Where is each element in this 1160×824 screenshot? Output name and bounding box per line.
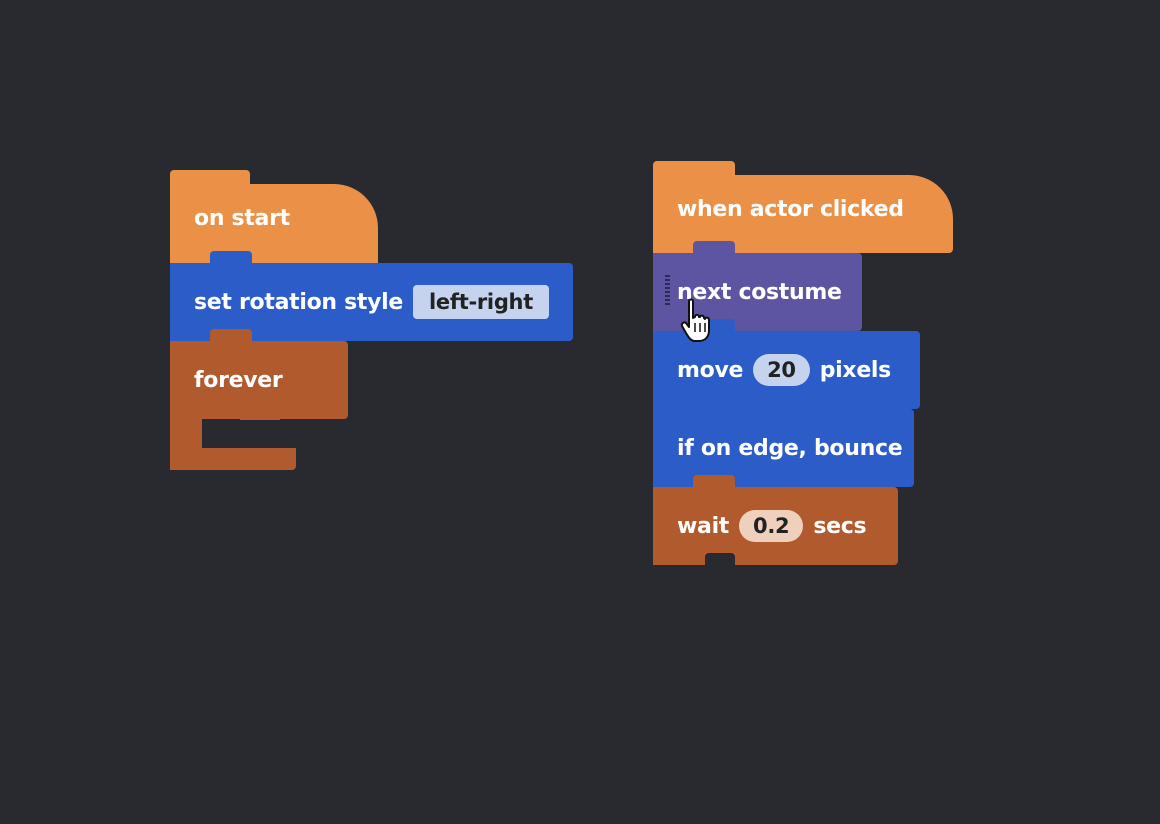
connector-tab xyxy=(693,475,735,489)
wait-secs-block[interactable]: wait 0.2 secs xyxy=(653,487,898,565)
move-amount-input[interactable]: 20 xyxy=(753,354,810,386)
next-costume-label: next costume xyxy=(677,279,842,305)
hand-pointer-icon xyxy=(680,298,714,344)
bounce-label: if on edge, bounce xyxy=(677,435,903,461)
bottom-notch xyxy=(705,553,735,565)
forever-bottom-arm xyxy=(170,448,296,470)
move-unit-label: pixels xyxy=(819,357,892,383)
move-pixels-block[interactable]: move 20 pixels xyxy=(653,331,920,409)
forever-left-arm xyxy=(170,418,202,450)
hat-top-tab xyxy=(170,170,250,186)
move-label: move xyxy=(677,357,744,383)
wait-amount-input[interactable]: 0.2 xyxy=(739,510,804,542)
wait-label: wait xyxy=(677,513,730,539)
set-rotation-style-label: set rotation style xyxy=(194,289,404,315)
on-start-block[interactable]: on start xyxy=(170,184,378,264)
set-rotation-style-block[interactable]: set rotation style left-right xyxy=(170,263,573,341)
forever-label: forever xyxy=(194,367,283,393)
wait-unit-label: secs xyxy=(813,513,867,539)
connector-tab xyxy=(210,329,252,343)
forever-inner-notch xyxy=(240,406,280,420)
connector-tab xyxy=(210,251,252,265)
next-costume-block[interactable]: next costume xyxy=(653,253,862,331)
if-on-edge-bounce-block[interactable]: if on edge, bounce xyxy=(653,409,914,487)
when-actor-clicked-block[interactable]: when actor clicked xyxy=(653,175,953,253)
hat-top-tab xyxy=(653,161,735,177)
drag-handle-icon[interactable] xyxy=(665,275,670,305)
on-start-label: on start xyxy=(194,205,290,231)
connector-tab xyxy=(693,241,735,255)
when-actor-clicked-label: when actor clicked xyxy=(677,196,904,222)
rotation-style-dropdown[interactable]: left-right xyxy=(413,285,549,319)
connector-tab xyxy=(693,397,735,411)
